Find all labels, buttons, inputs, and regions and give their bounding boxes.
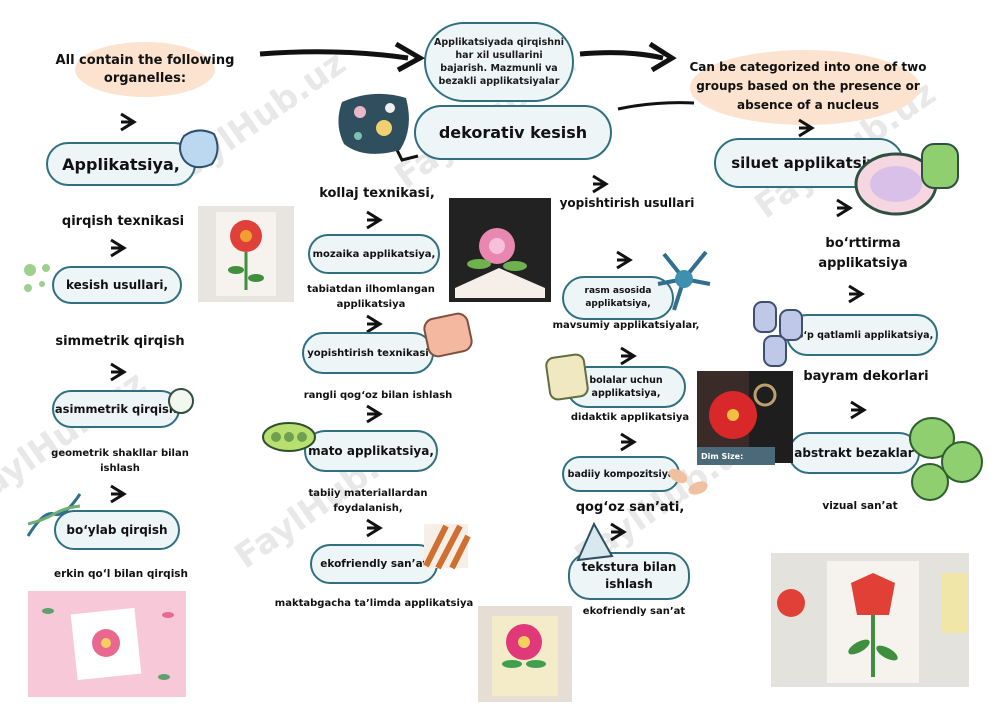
small-arrow — [366, 210, 383, 230]
left-text-4: erkin qo‘l bilan qirqish — [53, 568, 189, 580]
peach-blob — [690, 50, 920, 125]
green-leaf-cells-decoration — [909, 417, 983, 501]
left-text-3: geometrik shakllar bilan ishlash — [51, 448, 189, 474]
mid2-text-5: ekofriendly san’at — [582, 606, 686, 617]
boylab-qirqish-box: bo‘ylab qirqish — [54, 510, 180, 550]
kop-qatlamli-box: ko‘p qatlamli applikatsiya, — [786, 314, 938, 356]
small-arrow — [120, 112, 137, 132]
big-arrow-right — [259, 41, 426, 73]
leaf-cell-decoration — [545, 353, 589, 401]
bacteria-decoration — [854, 143, 959, 216]
mid2-text-1: yopishtirish usullari — [559, 196, 695, 210]
right-note: Can be categorized into one of two group… — [689, 60, 927, 112]
mid2-text-4: qog‘oz san’ati, — [575, 500, 685, 515]
small-arrow — [592, 174, 609, 194]
green-pod-decoration — [262, 422, 316, 452]
connector-line — [617, 101, 695, 111]
virus-cluster-decoration — [753, 301, 803, 367]
small-arrow — [798, 118, 815, 138]
applikatsiya-box: Applikatsiya, — [46, 142, 196, 186]
mozaika-box: mozaika applikatsiya, — [308, 234, 440, 274]
left-text-1: qirqish texnikasi — [61, 214, 185, 229]
tekstura-box: tekstura bilan ishlash — [568, 552, 690, 600]
blue-bubble-decoration — [179, 129, 219, 169]
kesish-usullari-box: kesish usullari, — [52, 266, 182, 304]
pattern-blob-decoration — [338, 93, 409, 154]
small-arrow — [616, 250, 633, 270]
small-arrow — [366, 518, 383, 538]
paper-flower-photo — [478, 606, 572, 702]
rasm-asosida-box: rasm asosida applikatsiya, — [562, 276, 674, 320]
right-text-2: bayram dekorlari — [803, 369, 929, 384]
center-top-text: Applikatsiyada qirqishni har xil usullar… — [434, 37, 565, 87]
pink-card-photo — [28, 591, 186, 697]
cell-circle-decoration — [168, 388, 194, 414]
small-arrow — [394, 147, 419, 162]
small-arrow — [848, 284, 865, 304]
center-top-box: Applikatsiyada qirqishni har xil usullar… — [424, 22, 574, 102]
mato-applikatsiya-box: mato applikatsiya, — [304, 430, 438, 472]
small-arrow — [620, 346, 637, 366]
yopishtirish-texnikasi-box: yopishtirish texnikasi — [302, 332, 434, 374]
small-arrow — [620, 432, 637, 452]
dna-icon — [26, 493, 82, 537]
tulip-card-photo — [771, 553, 969, 687]
peach-pills-decoration — [668, 468, 708, 495]
mid2-text-2: mavsumiy applikatsiyalar, — [552, 320, 700, 331]
right-text-1: bo‘rttirma applikatsiya — [818, 236, 908, 271]
triangle-cell-decoration — [576, 521, 614, 562]
small-arrow — [610, 522, 627, 542]
peach-blob — [75, 42, 215, 97]
mid-text-3: rangli qog‘oz bilan ishlash — [303, 390, 453, 401]
dim-size-label: Dim Size: — [697, 447, 775, 465]
popup-card-photo — [449, 198, 551, 302]
small-arrow — [366, 404, 383, 424]
right-text-3: vizual san’at — [822, 500, 898, 512]
small-arrow — [110, 238, 127, 258]
neuron-decoration — [657, 250, 711, 311]
abstrakt-bezaklar-box: abstrakt bezaklar — [788, 432, 920, 474]
salmon-tile-decoration — [423, 312, 473, 358]
intro-text: All contain the following organelles: — [55, 53, 235, 86]
big-arrow-right — [579, 41, 677, 73]
small-arrow — [366, 314, 383, 334]
green-dots-decoration — [24, 264, 50, 292]
asimmetrik-qirqish-box: asimmetrik qirqish — [52, 390, 180, 428]
small-arrow — [850, 400, 867, 420]
mid-text-2: tabiatdan ilhomlangan applikatsiya — [307, 284, 435, 310]
mid-text-1: kollaj texnikasi, — [319, 186, 435, 201]
left-text-2: simmetrik qirqish — [55, 334, 185, 349]
dekorativ-kesish-box: dekorativ kesish — [414, 105, 612, 160]
small-arrow — [836, 198, 853, 218]
dim-size-text: Dim Size: — [701, 451, 744, 461]
mid-text-4: tabiiy materiallardan foydalanish, — [308, 488, 428, 514]
red-flower-photo — [198, 206, 294, 302]
mid2-text-3: didaktik applikatsiya — [570, 412, 690, 423]
orange-stripes-decoration — [423, 524, 471, 570]
badiiy-kompozitsiya-box: badiiy kompozitsiya — [562, 456, 680, 492]
small-arrow — [110, 484, 127, 504]
mid-text-5: maktabgacha ta’limda applikatsiya — [274, 598, 474, 609]
small-arrow — [110, 362, 127, 382]
